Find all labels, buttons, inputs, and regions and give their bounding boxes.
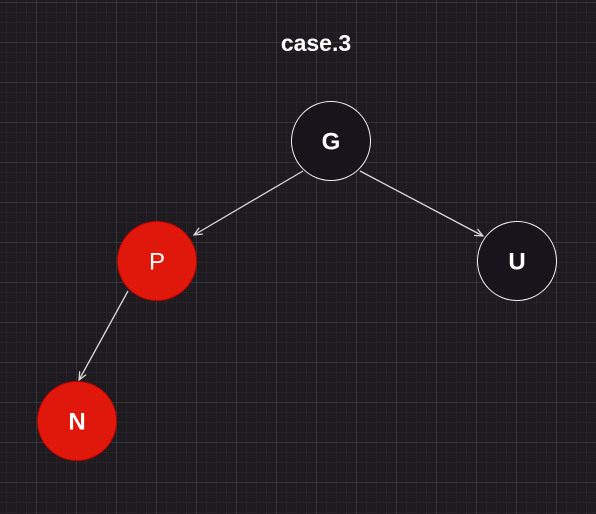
node-label-g: G	[322, 129, 341, 156]
edge-p-n	[79, 290, 129, 380]
edge-g-p	[194, 170, 304, 235]
edges-layer	[79, 170, 483, 380]
node-label-u: U	[508, 249, 525, 276]
edge-g-u	[359, 170, 483, 236]
node-p: P	[117, 221, 197, 301]
node-label-p: P	[149, 249, 165, 276]
diagram-title: case.3	[280, 30, 352, 56]
node-u: U	[477, 221, 557, 301]
node-n: N	[37, 381, 117, 461]
nodes-layer: G P U N	[37, 101, 557, 461]
node-label-n: N	[68, 409, 85, 436]
node-g: G	[291, 101, 371, 181]
